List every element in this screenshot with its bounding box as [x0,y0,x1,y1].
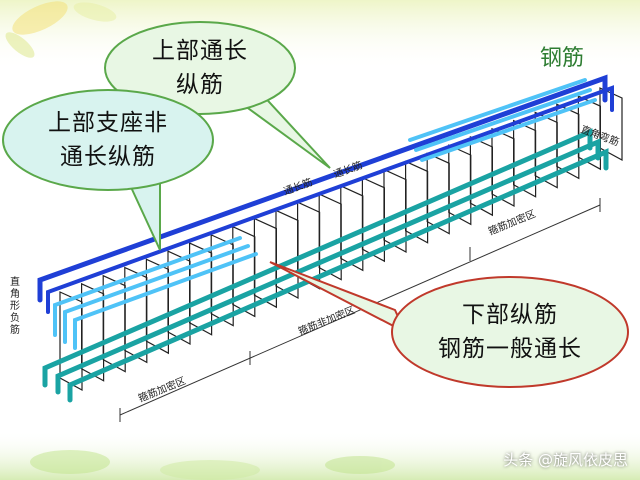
top-through-bar-2 [46,85,614,314]
callout-top-through [104,21,331,169]
stirrup [253,217,277,309]
callout-top-support-text: 上部支座非 通长纵筋 [20,106,196,174]
dense-zone-left-label: 箍筋加密区 [136,374,187,405]
callout-bottom-line-2: 钢筋一般通长 [438,336,582,362]
left-support-bar-1 [53,236,242,337]
zone-dimension-line [119,198,601,422]
callout-top-support-line-2: 通长纵筋 [60,144,156,170]
stirrup [405,160,429,244]
dense-zone-right-label: 箍筋加密区 [486,207,537,238]
bottom-bar-2 [55,138,601,395]
right-support-bar-1 [408,78,587,142]
callout-top-through-line-1: 上部通长 [152,38,248,64]
stirrup [340,184,364,272]
callout-top-support [2,89,214,251]
left-hook-label-char: 形 [10,300,20,312]
bottom-bars [42,128,609,403]
stirrup [383,168,407,254]
right-support-bar-3 [420,98,597,162]
watermark: 头条 @旋风依皮思 [503,451,628,469]
right-support-bar-2 [414,88,592,152]
left-hook-label-char: 筋 [10,323,20,336]
bottom-decoration [0,430,640,480]
callout-top-through-line-2: 纵筋 [176,72,224,98]
stirrup [361,176,385,263]
left-hook-label-char: 直 [10,275,20,288]
callout-bottom-line-1: 下部纵筋 [462,302,558,328]
stirrup [232,225,256,318]
stirrup [318,193,342,281]
stirrup [167,250,191,346]
left-hook-label-char: 角 [10,288,20,300]
non-dense-zone-label: 箍筋非加密区 [296,303,357,338]
left-hook-label-char: 负 [10,311,20,324]
leaf-decoration-icon [5,1,117,58]
flower-decoration-icon [30,450,395,480]
stirrup [448,144,472,226]
callout-top-through-text: 上部通长 纵筋 [120,34,280,102]
left-support-bar-3 [73,252,258,350]
callout-top-support-line-1: 上部支座非 [48,110,168,136]
stirrup [145,258,169,355]
left-support-bar-2 [63,244,250,344]
bottom-bar-1 [42,128,593,388]
through-bar-label-1: 通长筋 [282,175,315,197]
stirrup [275,209,299,300]
callout-bottom [269,261,629,388]
bottom-bar-3 [67,148,609,403]
stirrup [426,152,450,235]
top-support-bars [53,78,597,350]
diagram-title: 钢筋 [540,46,585,71]
callout-bottom-text: 下部纵筋 钢筋一般通长 [410,298,610,366]
stirrup [599,87,623,162]
top-through-bars [37,74,614,314]
